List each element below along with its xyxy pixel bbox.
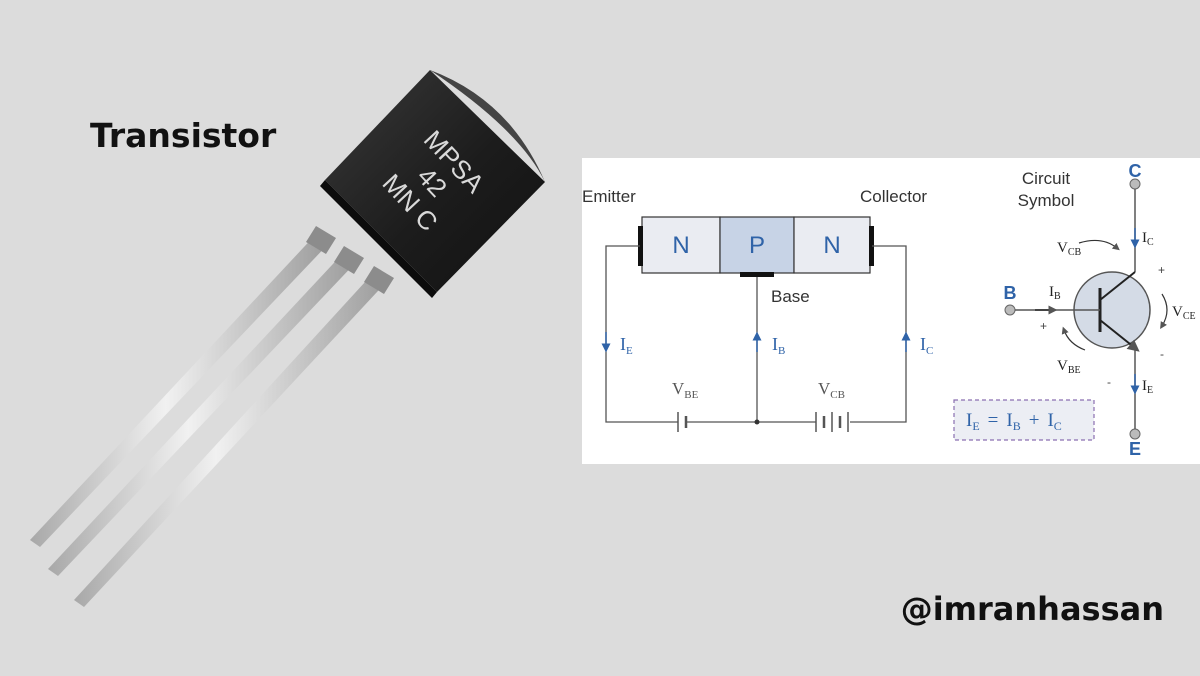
polarity-minus-bottom: - <box>1107 375 1111 389</box>
terminal-e-label: E <box>1129 439 1141 459</box>
equation-box <box>953 399 1095 441</box>
p-region-base <box>719 216 795 274</box>
diagram-panel: Emitter Collector N P N Base <box>582 158 1200 464</box>
collector-label: Collector <box>860 187 927 206</box>
region-n-left: N <box>672 232 689 259</box>
symbol-caption-line-2: Symbol <box>1018 191 1075 210</box>
npn-symbol <box>1004 178 1151 440</box>
vcb-curve-arrow <box>1078 239 1120 251</box>
symbol-ic-label: IC <box>1142 230 1154 248</box>
polarity-plus-left: + <box>1040 319 1047 333</box>
terminal-b-label: B <box>1004 283 1017 303</box>
n-region-collector <box>793 216 871 274</box>
battery-vbe <box>677 412 688 432</box>
symbol-ie-label: IE <box>1142 378 1153 396</box>
ib-label: IB <box>772 334 785 357</box>
symbol-ib-label: IB <box>1049 284 1061 302</box>
lead-collector <box>74 270 390 607</box>
terminal-e-dot <box>1129 428 1141 440</box>
symbol-caption-line-1: Circuit <box>1022 169 1070 188</box>
emitter-label: Emitter <box>582 187 636 206</box>
region-p: P <box>749 232 765 259</box>
base-label: Base <box>771 287 810 306</box>
vbe-curve-arrow <box>1061 326 1086 351</box>
region-n-right: N <box>823 232 840 259</box>
lead-emitter <box>30 232 332 547</box>
terminal-c-label: C <box>1129 161 1142 181</box>
lead-base <box>48 250 360 576</box>
transistor-body: MPSA 42 MN C <box>320 70 545 298</box>
ic-label: IC <box>920 334 933 357</box>
battery-vcb <box>815 412 849 432</box>
ie-label: IE <box>620 334 633 357</box>
transistor-diagram: Emitter Collector N P N Base <box>582 161 1196 459</box>
equation-text: IE=IB+IC <box>966 410 1062 433</box>
terminal-c-dot <box>1129 178 1141 190</box>
symbol-vcb-label: VCB <box>1057 240 1082 258</box>
vcb-label: VCB <box>818 379 845 401</box>
polarity-minus-right: - <box>1160 347 1164 361</box>
page-title: Transistor <box>90 116 277 155</box>
symbol-vbe-label: VBE <box>1057 358 1081 376</box>
polarity-plus-top: + <box>1158 263 1165 277</box>
semiconductor-block: N P N <box>638 216 874 277</box>
terminal-b-dot <box>1004 304 1016 316</box>
author-handle: @imranhassan <box>900 590 1164 628</box>
vce-curve-arrow <box>1160 293 1168 330</box>
vbe-label: VBE <box>672 379 699 401</box>
transistor-leads <box>30 226 394 607</box>
symbol-vce-label: VCE <box>1172 304 1196 322</box>
